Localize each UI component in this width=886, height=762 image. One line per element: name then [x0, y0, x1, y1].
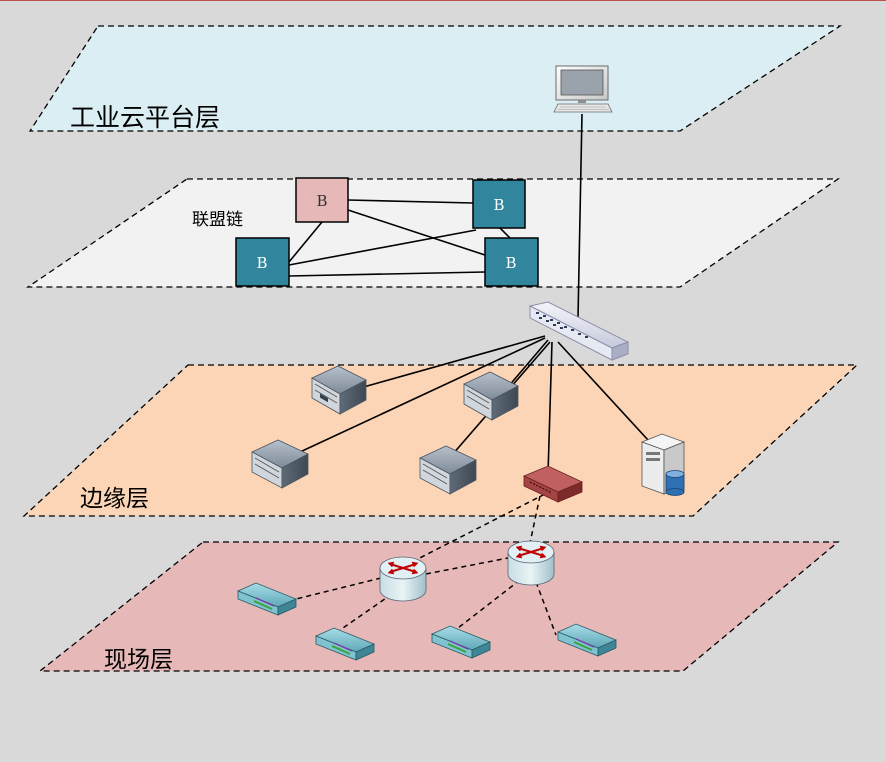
- database-server-icon: [640, 433, 686, 496]
- rack-server-icon: [463, 371, 519, 421]
- link-gateway-router2: [529, 495, 541, 544]
- dashed-links: [291, 493, 557, 636]
- link-router1-router2: [425, 557, 509, 575]
- link-b2-b4: [499, 227, 511, 239]
- link-switch-server-a: [359, 335, 546, 389]
- computer-icon: [553, 65, 613, 113]
- field-device-icon: [236, 582, 298, 616]
- database-cylinder: [665, 470, 685, 496]
- edge-layer-label: 边缘层: [80, 486, 149, 512]
- field-layer-plane: [38, 541, 840, 672]
- link-b3-b4: [288, 271, 486, 277]
- router-icon: [507, 540, 555, 586]
- field-device-icon: [314, 627, 376, 661]
- top-accent-line: [0, 0, 886, 1]
- blockchain-node-3-label: B: [256, 254, 267, 272]
- link-router2-dev4: [535, 581, 557, 636]
- router-icon: [379, 556, 427, 602]
- link-switch-gateway: [547, 341, 553, 475]
- field-device-icon: [556, 623, 618, 657]
- link-router2-dev3: [457, 579, 521, 629]
- rack-server-icon: [251, 439, 309, 489]
- link-b1-b2: [347, 199, 474, 204]
- alliance-layer-label: 联盟链: [192, 210, 243, 230]
- blockchain-node-2: B: [472, 179, 526, 229]
- cloud-layer-plane: [28, 25, 843, 132]
- blockchain-node-3: B: [235, 237, 290, 287]
- link-router1-dev1: [291, 577, 382, 601]
- link-switch-server-b: [299, 337, 546, 453]
- rack-server-icon: [419, 445, 477, 495]
- field-layer-label: 现场层: [104, 647, 173, 673]
- link-b1-b4: [347, 209, 489, 257]
- gateway-icon: [523, 465, 583, 503]
- blockchain-node-4: B: [484, 237, 539, 287]
- link-b1-b3: [288, 221, 323, 263]
- alliance-layer-plane: [25, 178, 841, 288]
- rack-server-icon: [311, 365, 367, 415]
- blockchain-node-1-label: B: [316, 192, 327, 210]
- link-b2-b3: [288, 229, 477, 266]
- blockchain-node-2-label: B: [493, 196, 504, 214]
- field-device-icon: [430, 625, 492, 659]
- link-router1-dev2: [339, 593, 393, 631]
- link-switch-dbserver: [557, 341, 649, 441]
- network-switch-icon: [528, 301, 630, 361]
- blockchain-node-1: B: [295, 177, 349, 223]
- blockchain-node-4-label: B: [505, 254, 516, 272]
- link-workstation-switch: [577, 113, 583, 319]
- cloud-layer-label: 工业云平台层: [70, 103, 220, 132]
